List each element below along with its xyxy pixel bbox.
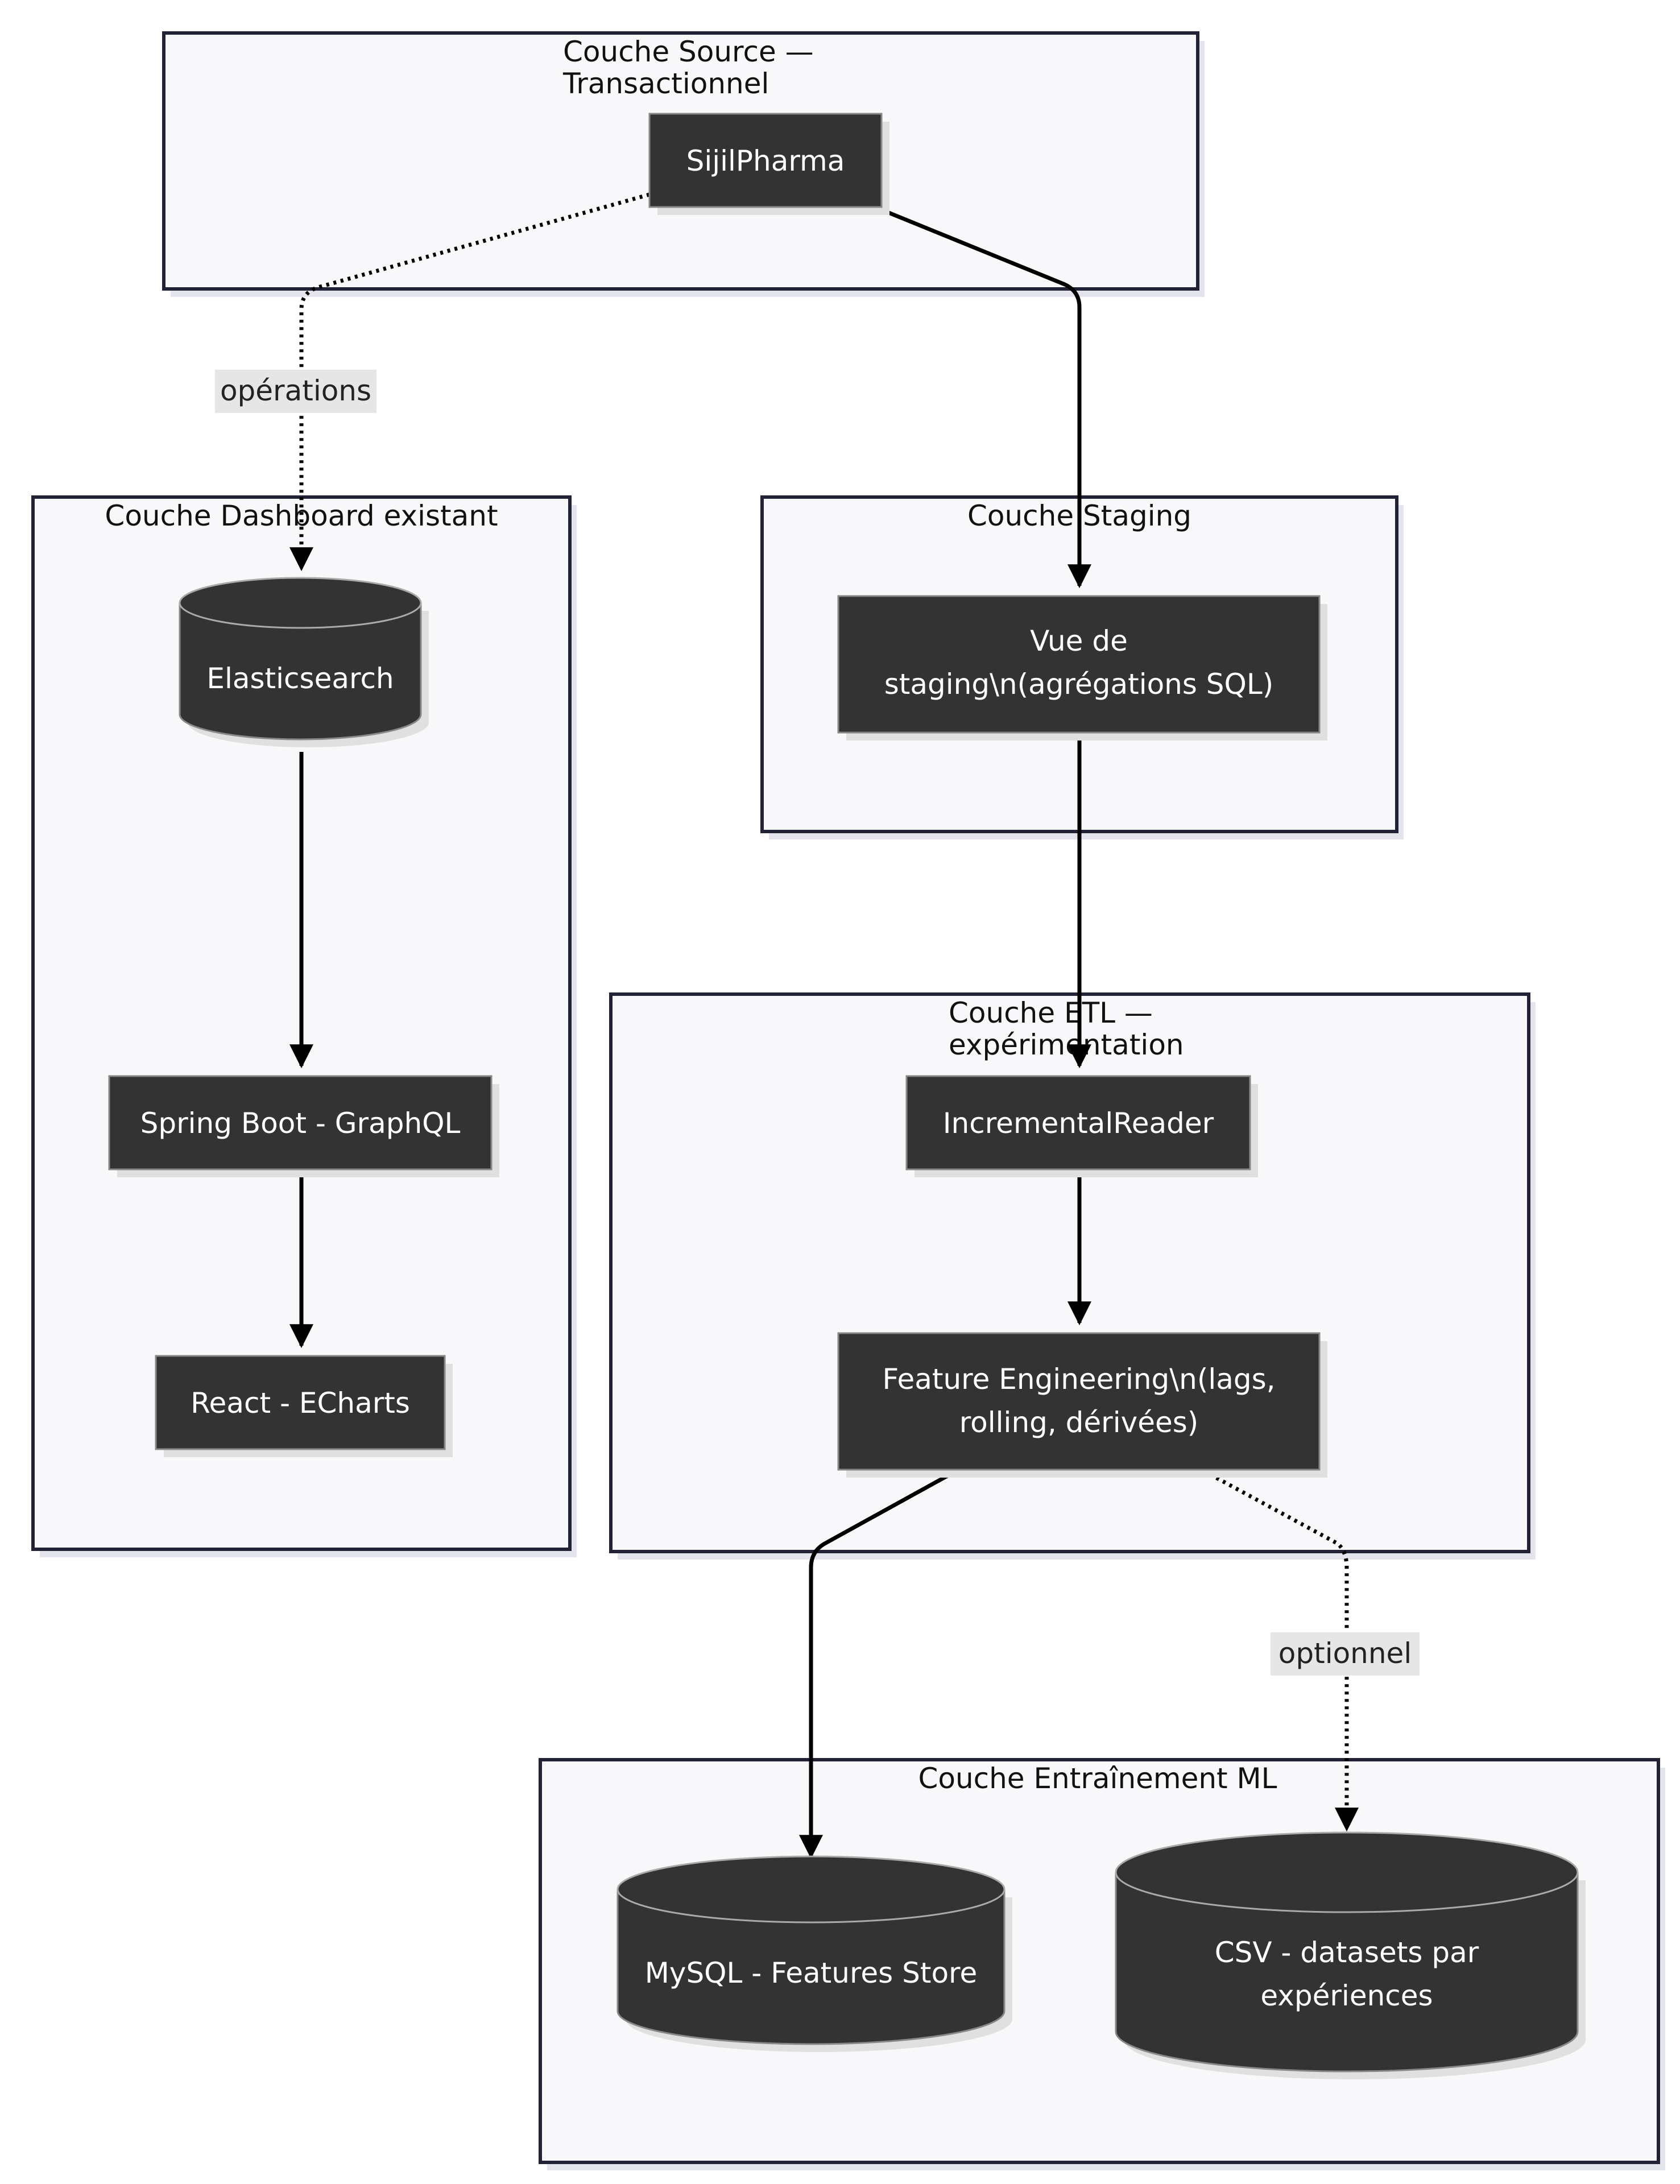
node-csv[interactable]: CSV - datasets par expériences [1115,1831,1586,2079]
edge-source-to-staging [879,207,1091,589]
node-csv-label-line1: CSV - datasets par [1215,1936,1479,1969]
node-mysql[interactable]: MySQL - Features Store [616,1855,1012,2052]
node-incrementalreader-label: IncrementalReader [943,1107,1214,1140]
node-mysql-label: MySQL - Features Store [645,1956,978,1989]
node-staging-view-label-line1: Vue de [1030,624,1128,657]
edge-label-optionnel: optionnel [1271,1632,1420,1676]
node-sijilpharma-label: SijilPharma [686,144,845,177]
node-springboot-label: Spring Boot - GraphQL [140,1107,461,1140]
edge-featureeng-to-mysql [799,1469,958,1859]
node-springboot[interactable]: Spring Boot - GraphQL [108,1075,499,1177]
edge-label-operations: opérations [215,370,376,413]
node-csv-label-line2: expériences [1260,1979,1433,2012]
node-feature-engineering-label-line1: Feature Engineering\n(lags, [882,1363,1275,1396]
node-incrementalreader[interactable]: IncrementalReader [905,1075,1258,1177]
edges [289,192,1359,1859]
edge-featureeng-to-csv [1202,1469,1359,1832]
node-react[interactable]: React - ECharts [155,1355,453,1457]
node-elasticsearch-label: Elasticsearch [206,662,394,695]
cluster-source-title-line2: Transactionnel [562,67,769,100]
node-feature-engineering-label-line2: rolling, dérivées) [959,1406,1199,1439]
node-elasticsearch[interactable]: Elasticsearch [179,577,429,747]
cluster-etl-title-line2: expérimentation [949,1028,1184,1061]
node-staging-view-label-line2: staging\n(agrégations SQL) [884,668,1274,701]
node-feature-engineering[interactable]: Feature Engineering\n(lags, rolling, dér… [837,1332,1327,1478]
cluster-etl-title-line1: Couche ETL — [949,996,1153,1029]
cluster-source-title-line1: Couche Source — [563,35,814,68]
node-react-label: React - ECharts [191,1387,410,1420]
node-staging-view[interactable]: Vue de staging\n(agrégations SQL) [837,595,1327,741]
node-sijilpharma[interactable]: SijilPharma [648,113,889,215]
cluster-ml-title: Couche Entraînement ML [918,1762,1277,1795]
edge-label-operations-text: opérations [220,374,371,407]
edge-label-optionnel-text: optionnel [1278,1637,1412,1670]
